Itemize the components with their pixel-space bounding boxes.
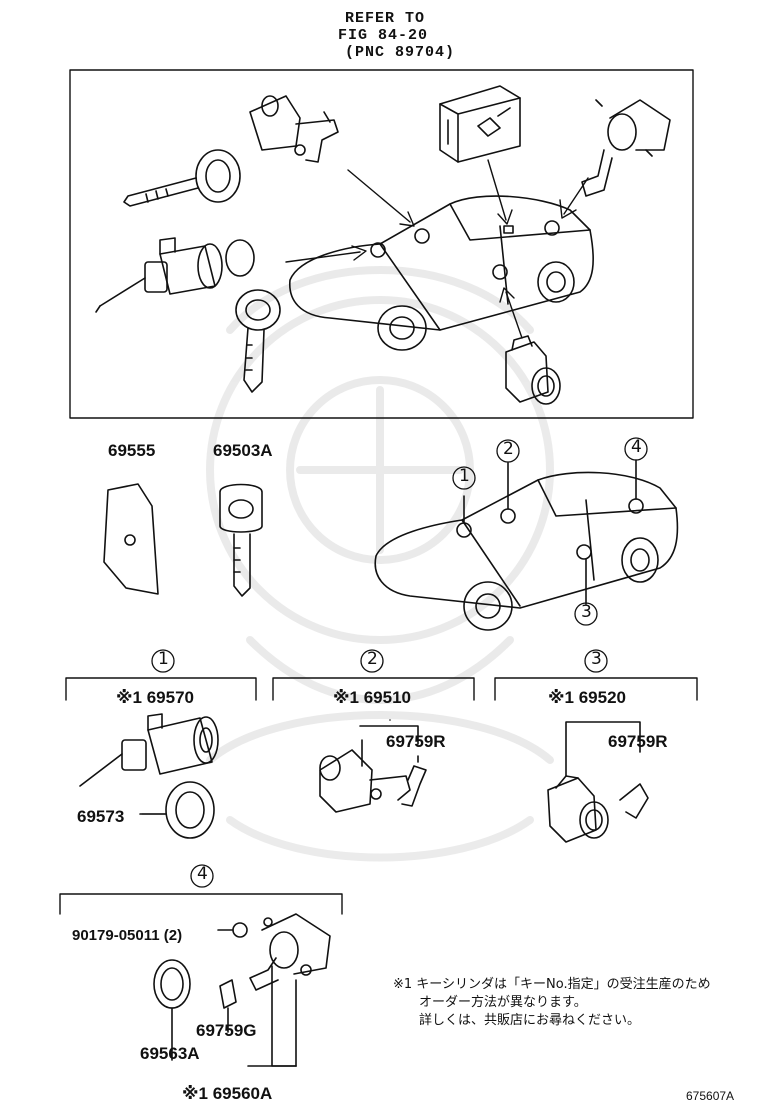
refer-to-label: REFER TO [345,10,426,27]
ecu-module-icon [439,85,521,163]
part-number-69503a[interactable]: 69503A [213,441,273,460]
callout-2: 2 [503,439,514,459]
part-number-69573[interactable]: 69573 [77,807,125,826]
trunk-lock-icon [581,99,671,197]
part-number-90179-05011[interactable]: 90179-05011 (2) [72,927,183,944]
part-number-69555[interactable]: 69555 [108,441,156,460]
key-plate-icon [103,483,159,595]
refer-pnc-label: (PNC 89704) [345,44,456,61]
group-callout-4: 4 [197,864,208,884]
key-cylinder-note-line3: 詳しくは、共販店にお尋ねください。 [419,1013,641,1028]
door-cylinder-icon [547,721,649,843]
group-brackets [59,677,698,915]
glovebox-cylinder-icon [319,719,427,813]
group-callout-3: 3 [591,649,602,669]
key-cylinder-note-line1: ※1 キーシリンダは「キーNo.指定」の受注生産のため [393,977,711,992]
callout-4: 4 [631,437,642,457]
group-callout-1: 1 [158,649,169,669]
glovebox-lock-icon [249,95,339,163]
car-overview-icon [289,195,594,351]
key-cylinder-note-line2: オーダー方法が異なります。 [419,995,587,1010]
part-number-69520[interactable]: ※1 69520 [548,688,626,707]
master-key-icon [219,483,263,597]
car-reference-icon [374,459,679,631]
group-callout-2: 2 [367,649,378,669]
overview-frame [69,69,694,419]
key-icon [123,149,241,207]
part-number-69560a[interactable]: ※1 69560A [182,1084,273,1103]
part-number-69570[interactable]: ※1 69570 [116,688,194,707]
part-number-69759g[interactable]: 69759G [196,1021,257,1040]
callout-1: 1 [459,466,470,486]
ignition-lock-cylinder-icon [79,713,219,839]
overview-arrows [285,159,589,339]
callout-circles [151,437,648,888]
part-number-69563a[interactable]: 69563A [140,1044,200,1063]
callout-3: 3 [581,602,592,622]
part-number-69759r-glovebox[interactable]: 69759R [386,732,446,751]
figure-id: 675607A [686,1089,735,1103]
refer-fig-label: FIG 84-20 [338,27,429,44]
part-number-69759r-door[interactable]: 69759R [608,732,668,751]
watermark-emblem [206,266,554,862]
trunk-cylinder-set-icon [153,913,331,1067]
door-lock-icon [505,335,561,405]
part-number-69510[interactable]: ※1 69510 [333,688,411,707]
ignition-cylinder-icon [95,237,281,393]
